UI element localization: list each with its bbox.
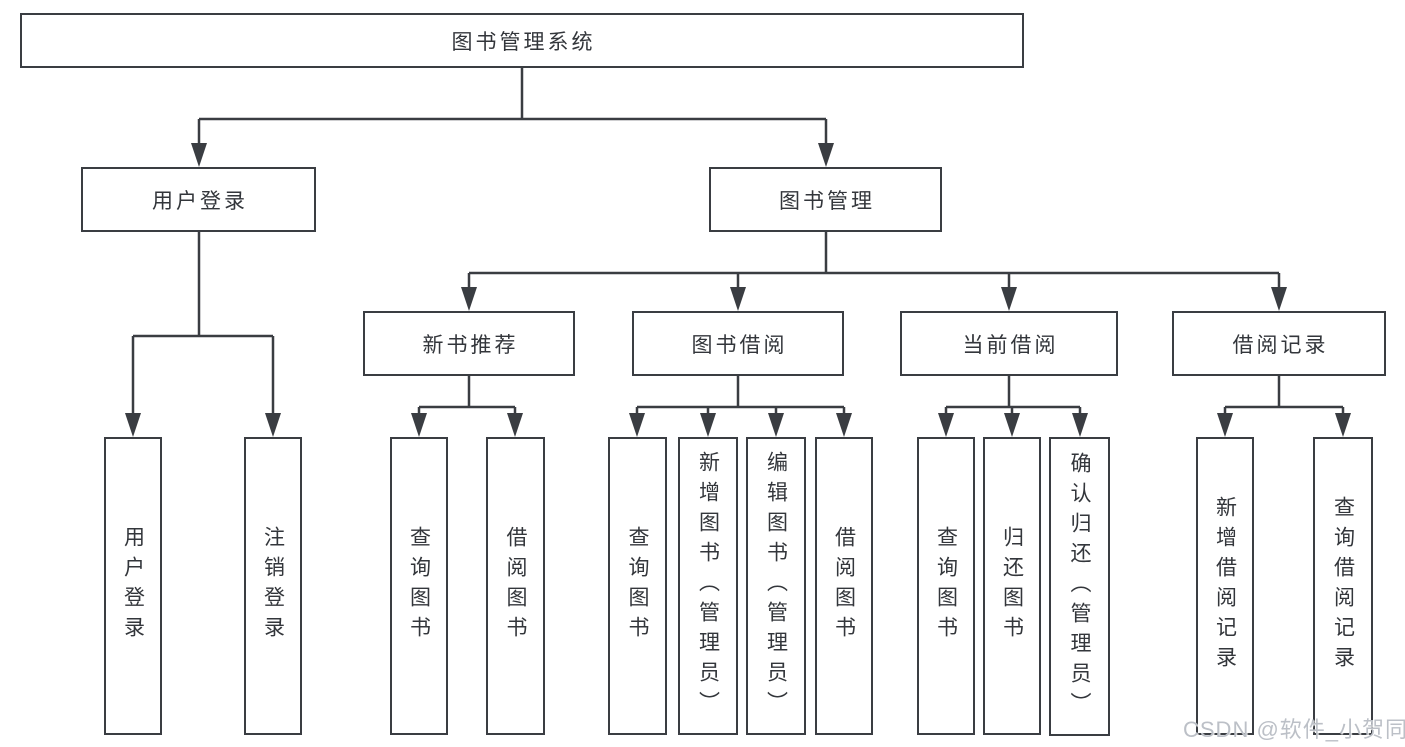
node-label: 借阅图书: [504, 526, 527, 646]
node-label: 当前借阅: [962, 333, 1059, 357]
connector-user-login-to-leaves: [125, 232, 281, 437]
node-label: 图书借阅: [691, 333, 788, 357]
leaf-user-login: 用户登录: [104, 437, 162, 735]
node-user-login-module: 用户登录: [81, 167, 316, 232]
connector-book-borrow-to-leaves: [629, 376, 852, 437]
node-label: 查询图书: [626, 526, 649, 646]
node-label: 新增图书（管理员）: [696, 451, 720, 721]
node-new-book-recommend: 新书推荐: [363, 311, 575, 376]
node-label: 查询借阅记录: [1331, 496, 1355, 676]
node-label: 编辑图书（管理员）: [764, 451, 788, 721]
connector-borrow-records-to-leaves: [1217, 376, 1351, 437]
node-book-management-module: 图书管理: [709, 167, 942, 232]
node-label: 借阅记录: [1232, 333, 1329, 357]
leaf-bb-query-books: 查询图书: [608, 437, 667, 735]
leaf-cb-query-books: 查询图书: [917, 437, 975, 735]
node-label: 新增借阅记录: [1213, 496, 1237, 676]
connector-new-book-rec-to-leaves: [411, 376, 523, 437]
leaf-cb-return-books: 归还图书: [983, 437, 1041, 735]
csdn-watermark: CSDN @软件_小贺同学: [1183, 717, 1405, 742]
connector-current-borrow-to-leaves: [938, 376, 1088, 437]
connector-book-mgmt-to-level3: [461, 232, 1287, 311]
leaf-logout: 注销登录: [244, 437, 302, 735]
node-label: 图书管理系统: [451, 30, 596, 54]
node-label: 用户登录: [121, 526, 145, 646]
leaf-nbr-borrow-books: 借阅图书: [486, 437, 545, 735]
node-label: 用户登录: [152, 189, 248, 213]
leaf-cb-confirm-return-admin: 确认归还（管理员）: [1049, 437, 1110, 736]
leaf-bb-add-books-admin: 新增图书（管理员）: [678, 437, 738, 735]
leaf-nbr-query-books: 查询图书: [390, 437, 448, 735]
node-root-library-system: 图书管理系统: [20, 13, 1024, 68]
node-label: 图书管理: [779, 189, 875, 213]
leaf-bb-borrow-books: 借阅图书: [815, 437, 873, 735]
node-book-borrowing: 图书借阅: [632, 311, 844, 376]
node-label: 查询图书: [934, 526, 958, 646]
node-label: 归还图书: [1000, 526, 1024, 646]
node-label: 查询图书: [407, 526, 431, 646]
leaf-br-add-record: 新增借阅记录: [1196, 437, 1254, 735]
connector-root-to-level2: [191, 68, 834, 167]
node-borrowing-records: 借阅记录: [1172, 311, 1386, 376]
node-label: 新书推荐: [422, 333, 519, 357]
node-label: 借阅图书: [832, 526, 856, 646]
node-label: 注销登录: [261, 526, 285, 646]
node-current-borrowing: 当前借阅: [900, 311, 1118, 376]
leaf-bb-edit-books-admin: 编辑图书（管理员）: [746, 437, 806, 735]
leaf-br-query-record: 查询借阅记录: [1313, 437, 1373, 735]
node-label: 确认归还（管理员）: [1068, 451, 1091, 722]
